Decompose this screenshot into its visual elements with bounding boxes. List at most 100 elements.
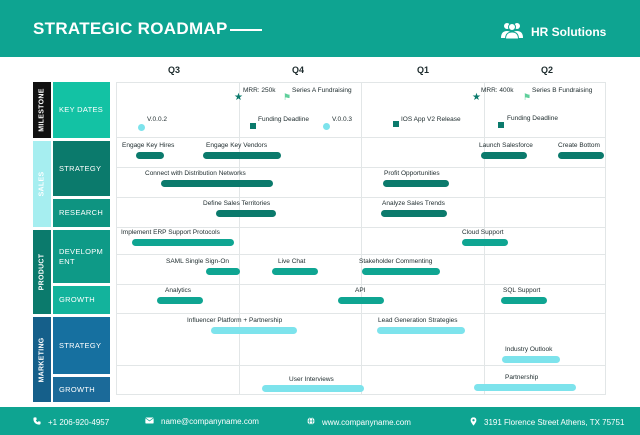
globe-icon — [307, 417, 315, 427]
task-bar-partnership[interactable] — [474, 384, 576, 391]
grid-divider — [116, 313, 606, 314]
milestone-funding-deadline-2: Funding Deadline — [507, 115, 558, 122]
quarter-q4: Q4 — [292, 65, 305, 75]
task-label: Create Bottom — [558, 142, 600, 149]
task-label: Profit Opportunities — [384, 170, 440, 177]
grid-divider — [116, 254, 606, 255]
task-bar-profit-opportunities[interactable] — [383, 180, 449, 187]
task-label: Engage Key Hires — [122, 142, 175, 149]
star-icon: ★ — [472, 92, 481, 103]
task-bar-launch-salesforce[interactable] — [481, 152, 527, 159]
task-bar-cloud-support[interactable] — [462, 239, 508, 246]
task-label: Industry Outlook — [505, 346, 553, 353]
band-milestone: MILESTONE — [33, 82, 51, 138]
task-bar-connect-distribution[interactable] — [161, 180, 273, 187]
task-label: Engage Key Vendors — [206, 142, 268, 149]
row-sales-strategy: STRATEGY — [53, 141, 110, 196]
row-key-dates: KEY DATES — [53, 82, 110, 138]
task-label: Stakeholder Commenting — [359, 258, 433, 265]
release-dot — [138, 124, 145, 131]
brand-name: HR Solutions — [531, 24, 607, 39]
band-marketing: MARKETING — [33, 317, 51, 402]
task-bar-create-bottom[interactable] — [558, 152, 604, 159]
task-bar-erp-support[interactable] — [132, 239, 234, 246]
milestone-v003: V.0.0.3 — [332, 116, 353, 123]
task-label: Analyze Sales Trends — [382, 200, 445, 207]
task-bar-lead-generation[interactable] — [377, 327, 465, 334]
task-label: Define Sales Territories — [203, 200, 271, 207]
task-bar-user-interviews[interactable] — [262, 385, 364, 392]
grid-divider — [116, 197, 606, 198]
task-label: Lead Generation Strategies — [378, 317, 458, 324]
task-label: Influencer Platform + Partnership — [187, 317, 283, 324]
task-bar-live-chat[interactable] — [272, 268, 318, 275]
task-bar-analyze-trends[interactable] — [381, 210, 447, 217]
task-bar-sql-support[interactable] — [501, 297, 547, 304]
page-title: STRATEGIC ROADMAP — [33, 19, 228, 38]
footer-phone[interactable]: +1 206-920-4957 — [33, 417, 109, 427]
band-product: PRODUCT — [33, 230, 51, 314]
milestone-ios-release: IOS App V2 Release — [401, 116, 461, 123]
footer-bar: +1 206-920-4957 name@companyname.com www… — [0, 407, 640, 435]
milestone-series-a: Series A Fundraising — [292, 87, 352, 94]
milestone-series-b: Series B Fundraising — [532, 87, 593, 94]
flag-icon: ⚑ — [523, 92, 532, 102]
grid-divider — [484, 82, 485, 395]
mail-icon — [145, 417, 154, 426]
band-sales: SALES — [33, 141, 51, 227]
task-label: API — [355, 287, 366, 294]
flag-icon: ⚑ — [283, 92, 292, 102]
grid-divider — [116, 137, 606, 138]
row-product-development: DEVELOPM ENT — [53, 230, 110, 283]
people-icon — [500, 21, 524, 42]
deadline-marker — [498, 122, 504, 128]
quarter-q3: Q3 — [168, 65, 181, 75]
deadline-marker — [250, 123, 256, 129]
footer-address[interactable]: 3191 Florence Street Athens, TX 75751 — [470, 417, 624, 428]
release-marker — [393, 121, 399, 127]
release-dot — [323, 123, 330, 130]
quarter-q2: Q2 — [541, 65, 554, 75]
task-label: Analytics — [165, 287, 192, 294]
task-label: User Interviews — [289, 376, 334, 383]
task-bar-influencer-platform[interactable] — [211, 327, 297, 334]
milestone-funding-deadline-1: Funding Deadline — [258, 116, 309, 123]
milestone-v002: V.0.0.2 — [147, 116, 168, 123]
star-icon: ★ — [234, 92, 243, 103]
header-bar: STRATEGIC ROADMAP HR Solutions — [0, 0, 640, 57]
task-label: Live Chat — [278, 258, 306, 265]
task-label: Partnership — [505, 374, 539, 381]
task-label: SQL Support — [503, 287, 541, 294]
footer-website[interactable]: www.companyname.com — [307, 417, 411, 427]
title-underline — [230, 29, 262, 31]
grid-divider — [116, 284, 606, 285]
grid-divider — [116, 167, 606, 168]
task-bar-analytics[interactable] — [157, 297, 203, 304]
footer-email[interactable]: name@companyname.com — [145, 417, 259, 426]
milestone-mrr-400k: MRR: 400k — [481, 87, 514, 94]
row-marketing-strategy: STRATEGY — [53, 317, 110, 374]
task-bar-industry-outlook[interactable] — [502, 356, 560, 363]
row-sales-research: RESEARCH — [53, 199, 110, 227]
task-label: Implement ERP Support Protocols — [121, 229, 220, 236]
grid-divider — [239, 82, 240, 395]
task-bar-engage-key-vendors[interactable] — [203, 152, 281, 159]
task-bar-saml-signon[interactable] — [206, 268, 240, 275]
task-bar-api[interactable] — [338, 297, 384, 304]
milestone-mrr-250k: MRR: 250k — [243, 87, 276, 94]
timeline-grid — [116, 82, 606, 395]
quarter-q1: Q1 — [417, 65, 430, 75]
task-label: Cloud Support — [462, 229, 504, 236]
task-label: Launch Salesforce — [479, 142, 533, 149]
row-product-growth: GROWTH — [53, 286, 110, 314]
row-marketing-growth: GROWTH — [53, 377, 110, 402]
task-bar-stakeholder-commenting[interactable] — [362, 268, 440, 275]
task-bar-engage-key-hires[interactable] — [136, 152, 164, 159]
location-pin-icon — [470, 417, 477, 428]
task-bar-define-territories[interactable] — [216, 210, 276, 217]
brand: HR Solutions — [500, 21, 606, 42]
task-label: SAML Single Sign-On — [166, 258, 229, 265]
task-label: Connect with Distribution Networks — [145, 170, 246, 177]
grid-divider — [116, 365, 606, 366]
grid-divider — [361, 82, 362, 395]
